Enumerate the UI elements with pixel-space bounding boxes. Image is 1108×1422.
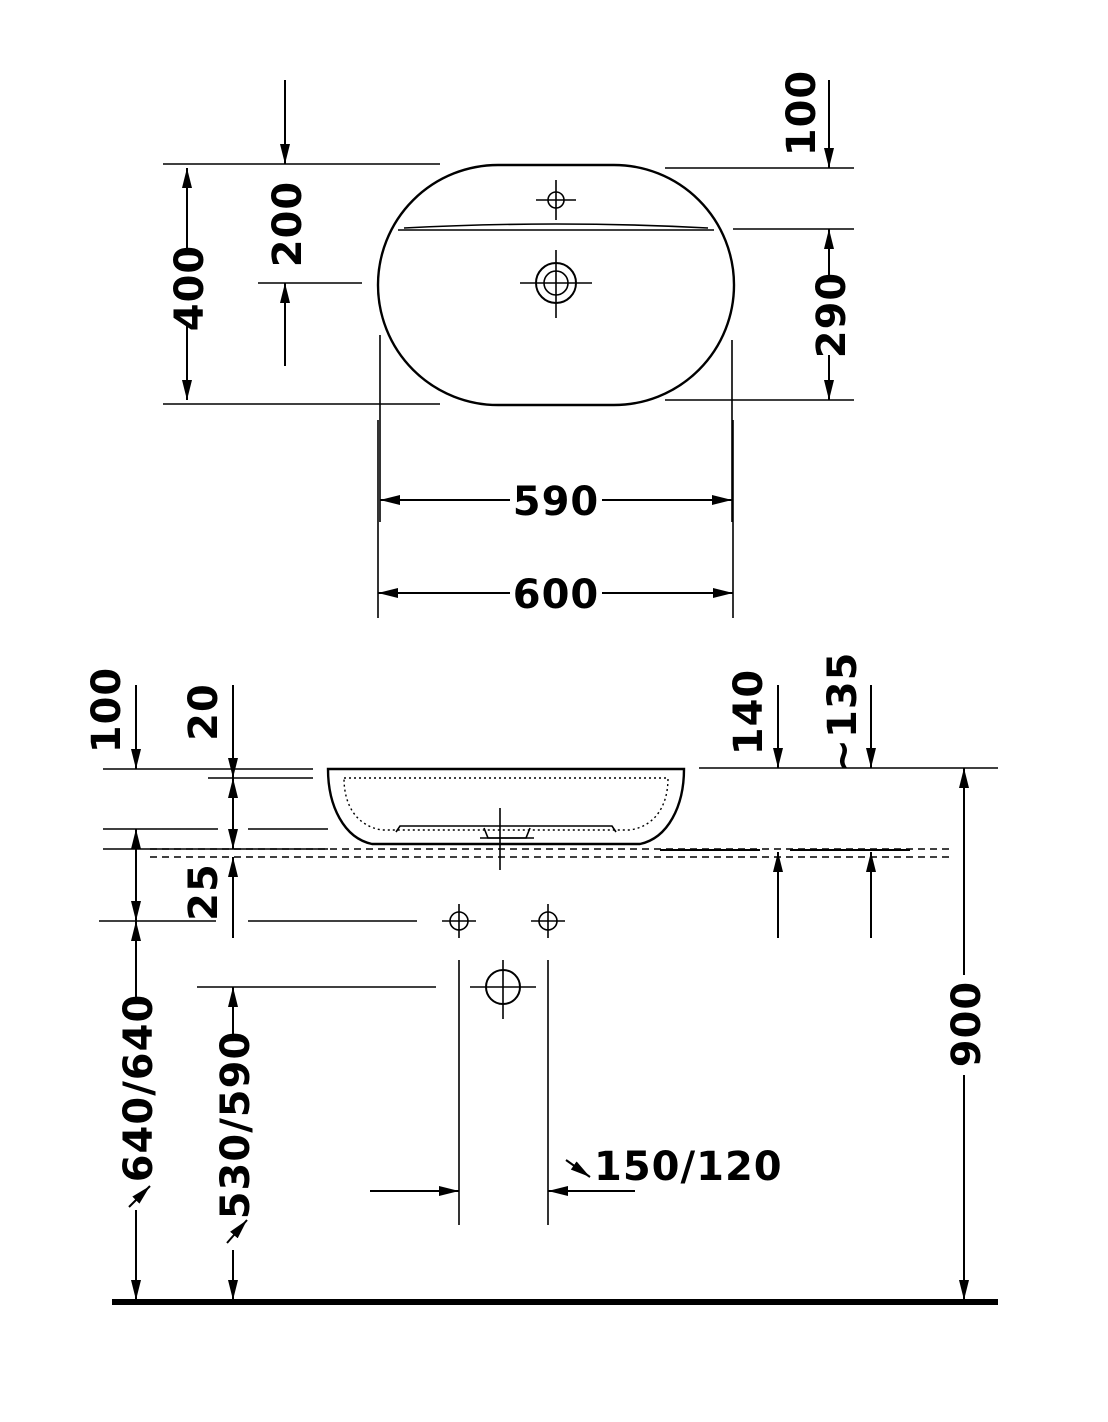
dim-total-height: 900 — [944, 981, 990, 1068]
side-view: 100 20 25 140 ~135 900 640/640 530/590 1… — [84, 651, 998, 1305]
basin-ledge-curve — [403, 223, 709, 229]
dim-tap-height: 140 — [726, 669, 772, 756]
basin-inner-profile — [343, 777, 669, 831]
waste-outlet-icon — [520, 250, 592, 318]
dim-top-offset: 100 — [779, 70, 825, 157]
supply-connection-right-icon — [531, 904, 565, 938]
basin-profile — [326, 767, 686, 846]
dim-trap-distance: 150/120 — [594, 1144, 783, 1190]
waste-connection-icon — [470, 960, 536, 1019]
plan-view: 400 200 100 290 590 600 — [163, 70, 855, 618]
dim-overall-width: 600 — [513, 572, 600, 618]
dim-trap-heights-a: 640/640 — [116, 994, 162, 1183]
dim-tap-hole-offset: 200 — [265, 181, 311, 268]
dim-trap-heights-b: 530/590 — [213, 1031, 259, 1220]
dim-approx-height: ~135 — [820, 651, 866, 772]
dim-bowl-depth: 290 — [809, 272, 855, 359]
dim-top-height: 100 — [84, 667, 130, 754]
supply-connection-left-icon — [442, 904, 476, 938]
tap-hole-icon — [536, 180, 576, 220]
dim-overall-depth: 400 — [167, 245, 213, 332]
dim-waste-height: 25 — [181, 863, 227, 921]
dim-rim-height: 20 — [181, 683, 227, 741]
dim-bowl-width: 590 — [513, 479, 600, 525]
